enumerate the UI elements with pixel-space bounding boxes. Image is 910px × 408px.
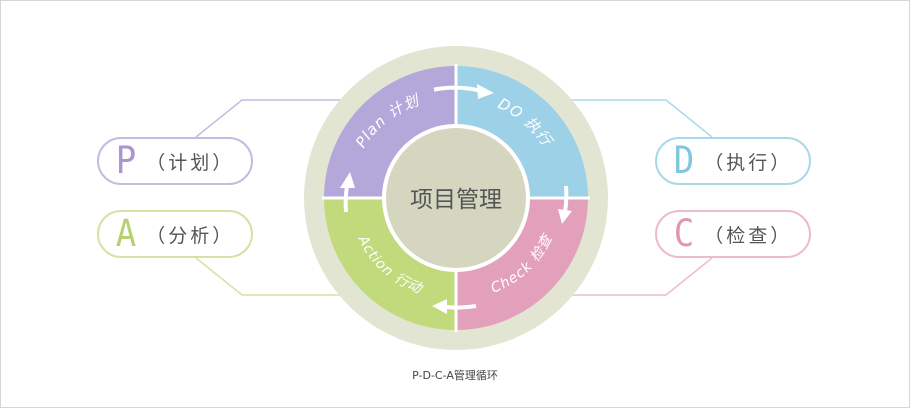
connector-line-c [562,257,713,296]
cycle-arrow-do-to-check [558,185,572,224]
pill-analysis: A （分析） [97,210,253,258]
pill-text-d: （执行） [704,151,793,174]
pill-do: D （执行） [655,137,811,185]
figure-caption: P-D-C-A管理循环 [412,369,498,382]
segment-do [456,66,588,198]
pill-letter-a: A [115,212,137,256]
pill-text-p: （计划） [146,151,235,174]
segment-action [324,198,456,330]
connector-line-d [562,99,713,138]
pill-letter-d: D [673,139,695,183]
cycle-arrow-action-to-plan [340,172,355,213]
center-circle [386,128,526,268]
segment-plan [324,66,456,198]
pill-text-c: （检查） [704,224,793,247]
segment-check [456,198,588,330]
cycle-arrow-check-to-action [432,299,477,314]
pill-check: C （检查） [655,210,811,258]
cycle-arrow-plan-to-do [433,84,494,99]
center-label: 项目管理 [410,187,502,213]
pill-plan: P （计划） [97,137,253,185]
pill-letter-p: P [115,139,137,183]
pill-letter-c: C [673,212,695,256]
pill-text-a: （分析） [146,224,235,247]
connector-line-a [195,257,350,296]
connector-line-p [195,99,350,138]
